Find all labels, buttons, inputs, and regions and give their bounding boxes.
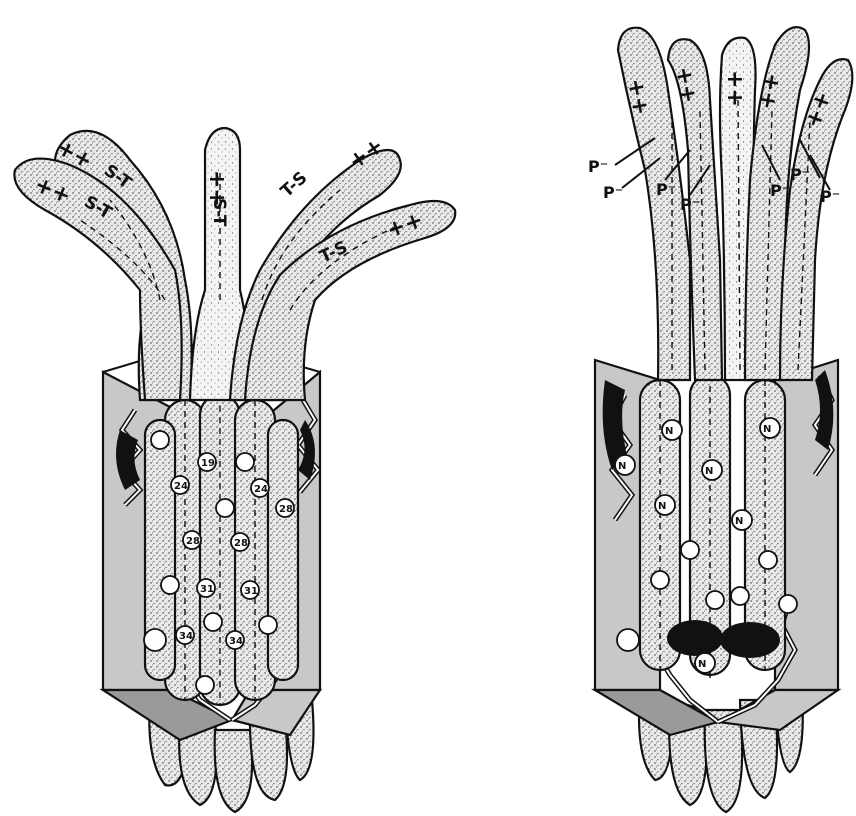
phosphate-label: P⁻ (680, 195, 700, 214)
left-residue-label: 34 (229, 636, 243, 647)
phosphate-label: P⁻ (770, 181, 790, 200)
left-residue-label: 28 (186, 536, 200, 547)
right-channel-structure: N N N N N N N (588, 27, 852, 812)
phosphate-label: P⁻ (603, 183, 623, 202)
charge-label: ++ (754, 71, 785, 112)
right-residue-label: N (763, 424, 771, 435)
charge-label: ++ (670, 65, 701, 106)
left-residue-label: 34 (179, 631, 193, 642)
right-residue-label: N (705, 466, 713, 477)
left-residue-label: 28 (234, 538, 248, 549)
charge-label: ++ (722, 70, 747, 107)
left-residue-label: 31 (244, 586, 258, 597)
phosphate-label: P⁻ (588, 157, 608, 176)
left-residue-label: 24 (254, 484, 268, 495)
phosphate-label: P⁻ (820, 187, 840, 206)
charge-label: ++ (622, 77, 653, 118)
right-residue-label: N (735, 516, 743, 527)
phosphate-label: P⁻ (790, 165, 810, 184)
right-residue-label: N (698, 659, 706, 670)
left-residue-label: 31 (200, 584, 214, 595)
left-residue-label: 28 (279, 504, 293, 515)
right-residue-label: N (618, 461, 626, 472)
arm-label: S-T (209, 198, 229, 227)
phosphate-label: P⁻ (656, 180, 676, 199)
left-residue-label: 19 (201, 458, 215, 469)
right-residue-label: N (658, 501, 666, 512)
arm-label: T-S (277, 168, 311, 202)
left-channel-structure: 19 24 24 28 28 28 31 31 34 34 (14, 128, 455, 812)
left-residue-label: 24 (174, 481, 188, 492)
right-residue-label: N (665, 426, 673, 437)
